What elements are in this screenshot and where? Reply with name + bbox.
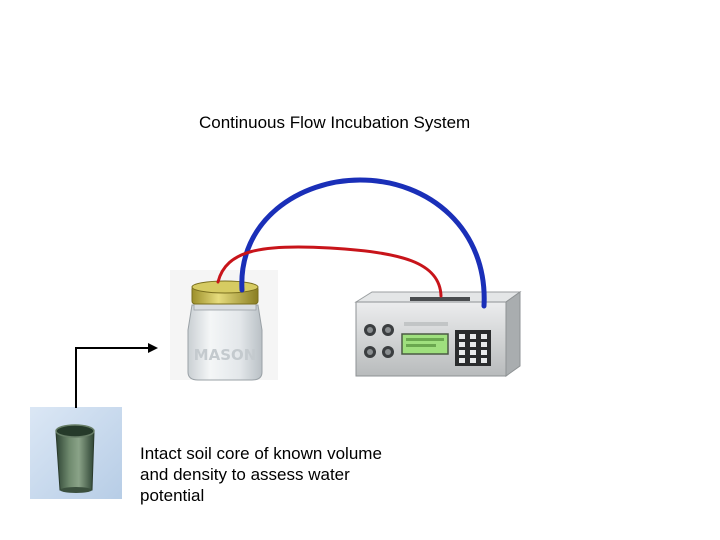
caption-line-1: Intact soil core of known volume (140, 444, 382, 463)
red-tube (216, 245, 443, 298)
blue-tube (239, 177, 487, 309)
caption-line-3: potential (140, 486, 205, 505)
soil-core-image (30, 407, 122, 499)
mason-jar-image: MASON (170, 270, 278, 381)
soil-core-caption: Intact soil core of known volume and den… (140, 443, 410, 506)
jar-emboss: MASON (194, 346, 257, 364)
title-text: Continuous Flow Incubation System (199, 113, 471, 132)
caption-line-2: and density to assess water (140, 465, 350, 484)
flow-arrow (75, 343, 158, 408)
gas-analyzer-image (354, 291, 522, 377)
